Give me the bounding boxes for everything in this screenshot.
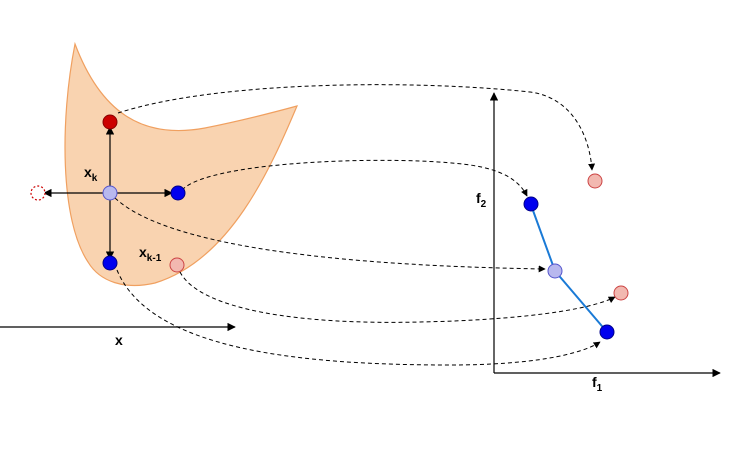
point-up-dominated — [102, 114, 118, 130]
obj-point-front-top — [523, 196, 539, 212]
obj-point-front-center — [547, 263, 563, 279]
mapping-arrow-previous — [179, 271, 616, 323]
obj-point-front-bottom — [599, 324, 615, 340]
label-xk-1: xk-1 — [139, 244, 162, 264]
mapping-arrow-top — [117, 84, 596, 171]
objective-x-axis-label: f1 — [592, 374, 603, 394]
objective-y-axis-label: f2 — [476, 190, 487, 210]
decision-axis-label: x — [115, 332, 123, 348]
point-right — [170, 185, 186, 201]
point-center-current — [102, 185, 118, 201]
feasible-region — [64, 41, 299, 287]
obj-point-dominated-top — [587, 173, 603, 189]
mapping-arrow-right — [181, 159, 528, 197]
label-xk: xk — [84, 164, 98, 184]
pareto-front-line — [530, 204, 608, 333]
point-down — [102, 255, 118, 271]
point-previous — [169, 257, 185, 273]
point-left-infeasible — [30, 185, 46, 201]
mapping-arrow-center — [114, 197, 546, 273]
obj-point-dominated-right — [613, 285, 629, 301]
